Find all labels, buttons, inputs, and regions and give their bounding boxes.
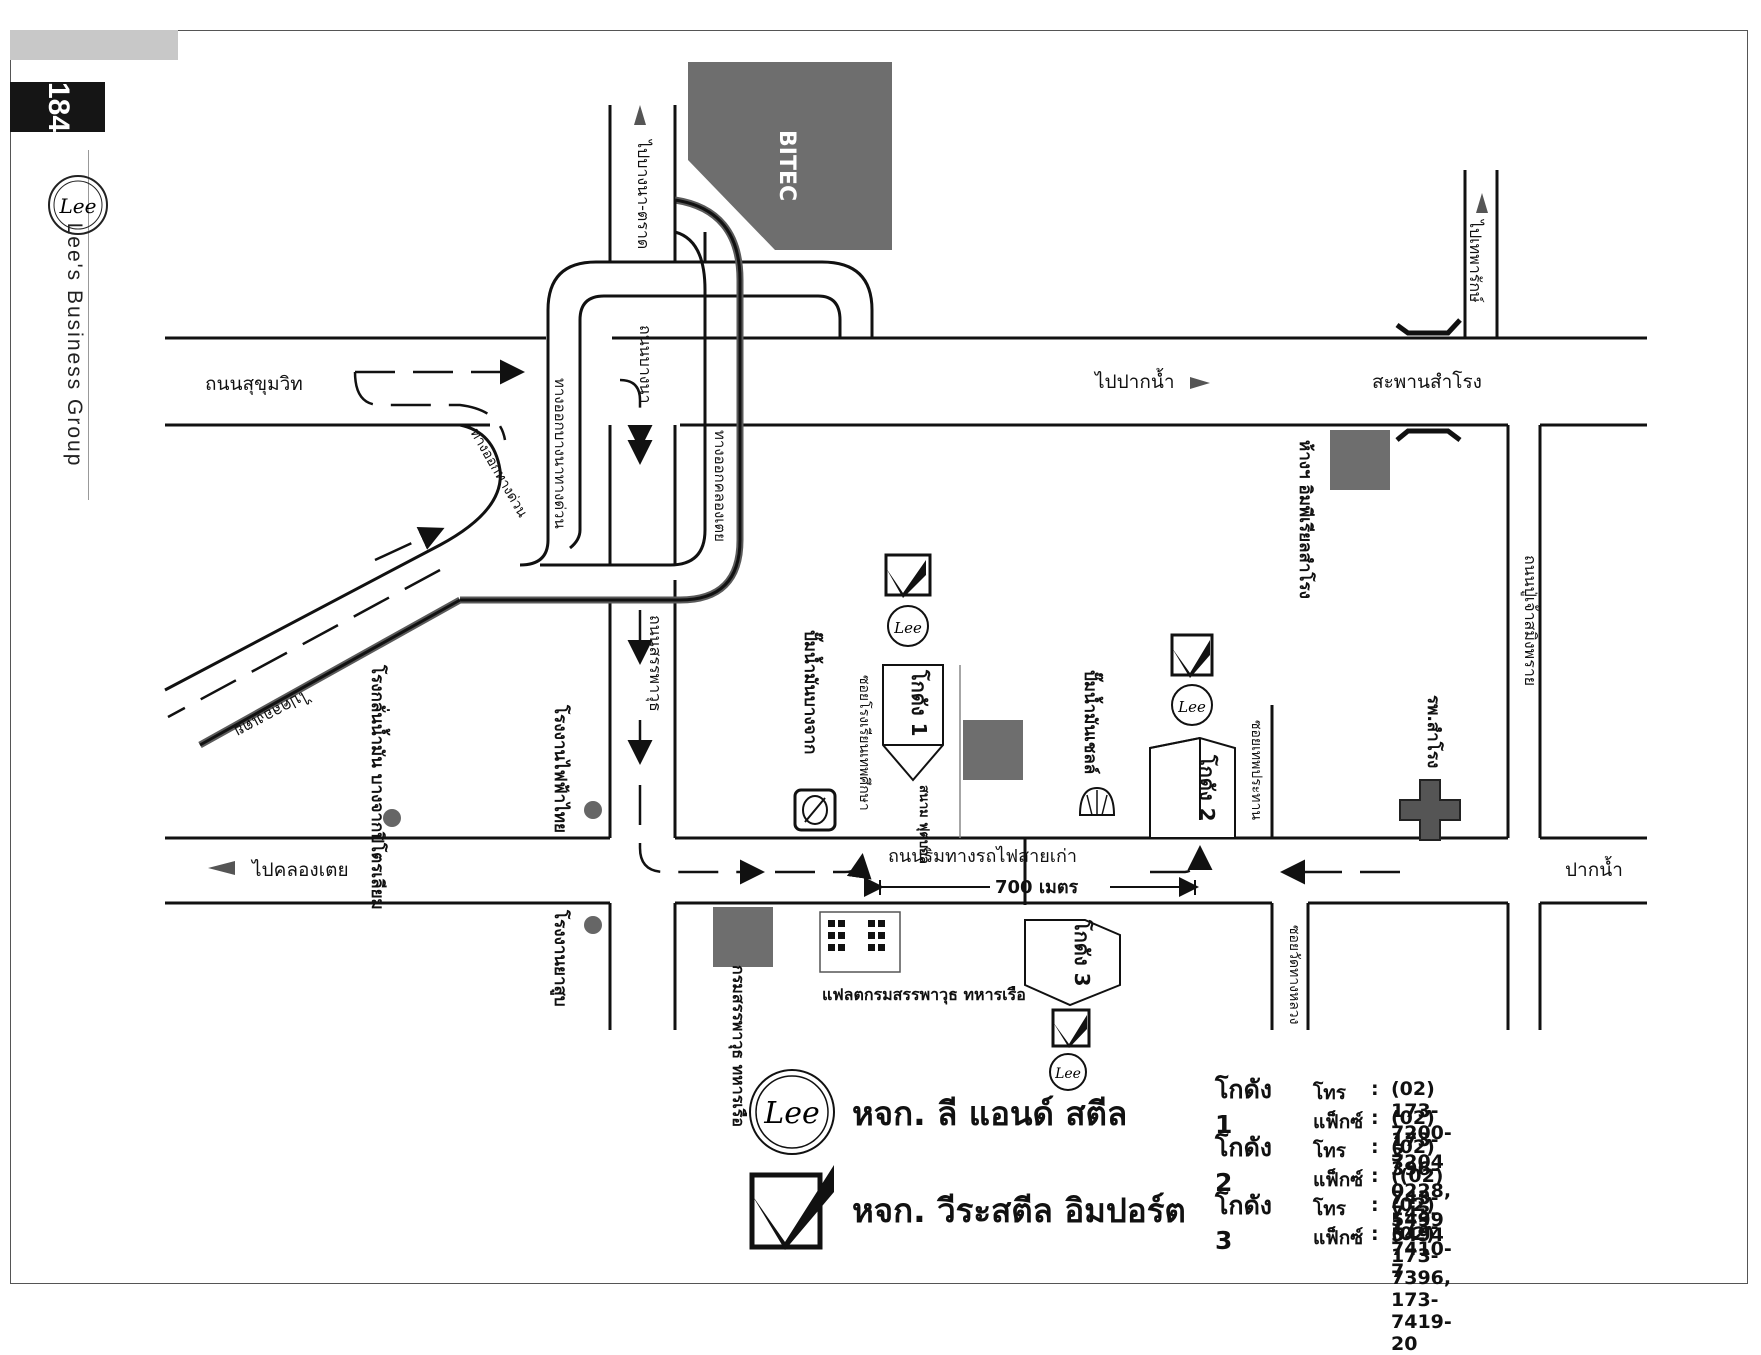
contact-number: (02) 173-7396, 173-7419-20 <box>1391 1223 1452 1355</box>
contact-warehouse-3: โกดัง 3 <box>1215 1191 1273 1255</box>
contact-number: (02) 173-7200-3 <box>1391 1078 1452 1166</box>
contact-type: โทร <box>1313 1082 1346 1104</box>
label-phuchao: ถนนปู่เจ้าสมิงพราย <box>1520 555 1540 686</box>
label-soi-wat: ซอยวัดทางหลวง <box>1286 925 1302 1025</box>
contact-type: โทร <box>1313 1198 1346 1220</box>
vertical-roads <box>608 105 1542 1030</box>
contact-type: แฟ็กซ์ <box>1313 1111 1364 1133</box>
label-warehouse-1: โกดัง 1 <box>907 669 931 736</box>
lee-marker-icon: Lee <box>1049 1053 1087 1091</box>
tobacco-dot <box>584 916 602 934</box>
lee-marker-icon: Lee <box>1171 684 1213 726</box>
contact-separator: : <box>1371 1078 1379 1100</box>
railway-road <box>165 836 1647 905</box>
power-plant-dot <box>584 801 602 819</box>
svg-text:Lee: Lee <box>893 619 922 637</box>
svg-text:Lee: Lee <box>1177 698 1206 716</box>
warehouse-2 <box>1149 736 1236 839</box>
legend-weera-logo-icon <box>749 1165 834 1250</box>
route-dashed <box>167 359 1400 885</box>
label-paknam-bottom: ปากน้ำ <box>1565 856 1623 881</box>
bangchak-station-icon <box>793 788 837 832</box>
label-exit-expressway: ทางออกทางด่วน <box>467 426 531 521</box>
label-soi-thai: ซอยเทพประทาน <box>1248 720 1264 820</box>
hospital-cross-icon <box>1399 779 1461 841</box>
label-power-plant: โรงงานไฟฟ้าไทย <box>550 704 571 833</box>
svg-text:Lee: Lee <box>1054 1066 1081 1082</box>
samrong-bridge-icon <box>1395 318 1462 442</box>
contact-type: โทร <box>1313 1140 1346 1162</box>
label-to-bangna-trat: ไปบางนา-ตราด <box>634 138 653 249</box>
navy-ordnance-building <box>713 907 773 967</box>
label-football: สนาม ฟุตบอล <box>916 785 931 864</box>
sukhumvit-road <box>165 336 1647 427</box>
contact-warehouse-1: โกดัง 1 <box>1215 1075 1273 1139</box>
contact-warehouse-2: โกดัง 2 <box>1215 1133 1273 1197</box>
label-warehouse-2: โกดัง 2 <box>1195 754 1219 821</box>
expressway-interchange <box>460 196 874 604</box>
contact-separator: : <box>1371 1107 1379 1129</box>
contact-number: (02) 396-0228, 743-5494 <box>1391 1136 1452 1246</box>
label-imperial: ห้างฯ อิมพีเรียลสำโรง <box>1295 440 1316 599</box>
block-near-warehouse1 <box>963 720 1023 780</box>
svg-text:Lee: Lee <box>763 1096 819 1131</box>
contact-separator: : <box>1371 1136 1379 1158</box>
label-refinery: โรงกลั่นน้ำมัน บางจากปิโตรเลียม <box>367 664 391 910</box>
contact-number: (02) 173-7410-7 <box>1391 1194 1452 1282</box>
bitec-building <box>688 62 892 250</box>
label-to-theparak: ไปเทพารักษ์ <box>1466 218 1485 303</box>
label-bangchak: ปั๊มน้ำมันบางจาก <box>800 630 824 754</box>
shell-station-icon <box>1078 786 1116 816</box>
bangna-road-diagonal <box>164 423 502 749</box>
weera-marker-icon <box>1170 633 1214 678</box>
page-number-box <box>10 82 105 132</box>
refinery-dot <box>383 809 401 827</box>
flat-building-icon <box>819 911 901 973</box>
warehouse-1 <box>882 664 961 838</box>
contact-number: (02) 173-7204 <box>1391 1107 1444 1173</box>
label-flat: แฟลตกรมสรรพาวุธ ทหารเรือ <box>822 985 1026 1005</box>
label-distance: 700 เมตร <box>995 877 1079 898</box>
weera-marker-icon <box>884 553 932 598</box>
label-bangna-road: ถนนบางนา <box>636 325 655 403</box>
legend-weera-label: หจก. วีระสตีล อิมปอร์ต <box>852 1191 1186 1230</box>
side-lee-logo-icon: Lee <box>48 175 108 235</box>
svg-text:Lee: Lee <box>59 194 97 218</box>
label-exit-klongtoei: ทางออกคลองเตย <box>711 430 729 542</box>
label-to-klongtoei-lower: ไปคลองเตย <box>231 686 314 742</box>
contact-type: แฟ็กซ์ <box>1313 1227 1364 1249</box>
label-sukhumvit: ถนนสุขุมวิท <box>205 373 303 396</box>
lee-marker-icon: Lee <box>887 605 929 647</box>
label-tobacco: โรงงานยาสูบ <box>549 909 571 1007</box>
label-samrong-bridge: สะพานสำโรง <box>1372 370 1482 393</box>
label-to-bangna-expy: ทางออกบางนาทางด่วน <box>551 378 569 529</box>
label-railway-road: ถนนริมทางรถไฟสายเก่า <box>888 845 1077 867</box>
direction-arrows <box>208 105 1488 875</box>
label-shell: ปั๊มน้ำมันเชลล์ <box>1080 670 1104 774</box>
label-to-khlongtoei: ไปคลองเตย <box>250 859 349 881</box>
brand-divider <box>88 150 89 500</box>
label-to-paknam-top: ไปปากน้ำ <box>1093 368 1175 393</box>
label-samrong-hospital: รพ.สำโรง <box>1423 695 1444 768</box>
label-bitec: BITEC <box>774 130 799 201</box>
distance-marker <box>864 877 1199 897</box>
imperial-building <box>1330 430 1390 490</box>
contact-separator: : <box>1371 1194 1379 1216</box>
warehouse-3 <box>1024 919 1121 1007</box>
page-frame <box>10 30 1748 1284</box>
contact-separator: : <box>1371 1165 1379 1187</box>
contact-type: แฟ็กซ์ <box>1313 1169 1364 1191</box>
label-warehouse-3: โกดัง 3 <box>1070 919 1094 986</box>
label-sanphawut: ถนนสรรพาวุธ <box>645 615 665 712</box>
header-tab-bar <box>10 30 178 60</box>
label-soi-kasem: ซอยโรงเรียนเทพศึกษา <box>856 675 873 811</box>
contact-separator: : <box>1371 1223 1379 1245</box>
weera-marker-icon <box>1051 1008 1091 1048</box>
legend-lee-logo-icon: Lee <box>749 1069 835 1155</box>
contact-number: ((02) 743-5499 <box>1391 1165 1444 1231</box>
label-navy-ordnance: กรมสรรพาวุธ ทหารเรือ <box>728 965 748 1127</box>
location-map: Lee <box>48 62 1647 1250</box>
legend-lee-label: หจก. ลี แอนด์ สตีล <box>852 1094 1127 1133</box>
